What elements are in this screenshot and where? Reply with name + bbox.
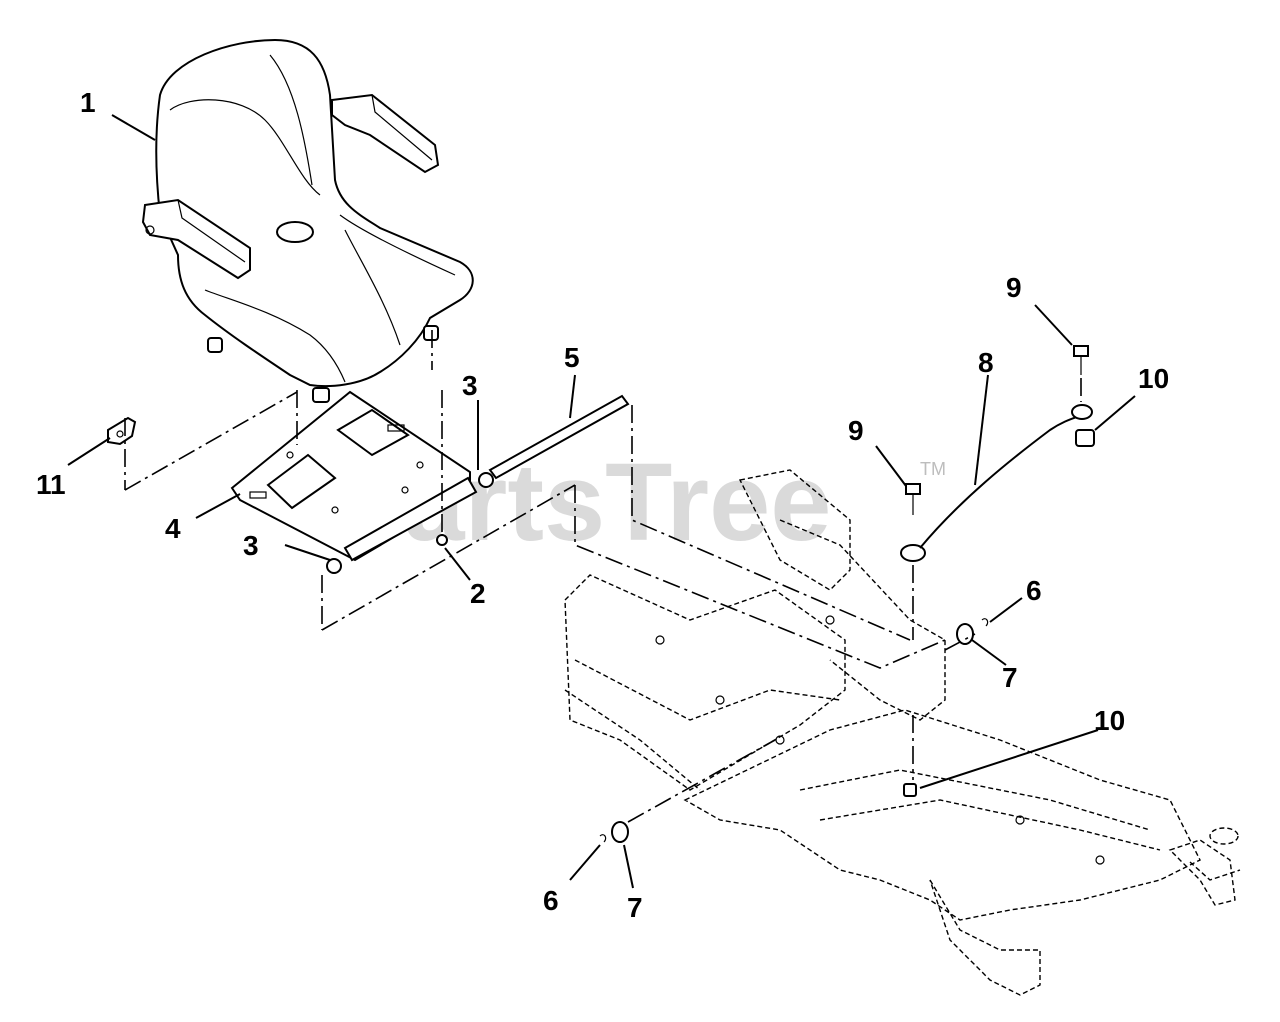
callout-3-left: 3 — [243, 530, 259, 561]
nut-part-2 — [436, 534, 448, 546]
callout-10-bottom: 10 — [1094, 705, 1125, 736]
callout-7-bottom: 7 — [627, 892, 643, 923]
bracket-part-11 — [107, 416, 137, 446]
callout-11: 11 — [36, 469, 66, 500]
mower-frame — [564, 469, 1241, 996]
bushing-parts-3 — [326, 472, 494, 574]
pin-and-washer-parts-6-7 — [599, 618, 989, 843]
callout-5: 5 — [564, 342, 580, 373]
callout-8: 8 — [978, 347, 994, 378]
alignment-lines — [124, 330, 1082, 823]
seat-part — [141, 38, 474, 403]
callout-labels: 1 2 3 3 4 5 6 6 7 7 8 9 9 10 10 11 — [36, 87, 1169, 923]
callout-1: 1 — [80, 87, 96, 118]
callout-7-right: 7 — [1002, 662, 1018, 693]
callout-3-top: 3 — [462, 370, 478, 401]
watermark-tm: TM — [920, 459, 946, 479]
callout-2: 2 — [470, 578, 486, 609]
hardware-parts-8-9-10 — [900, 345, 1095, 797]
callout-9-mid: 9 — [848, 415, 864, 446]
callout-9-top: 9 — [1006, 272, 1022, 303]
callout-6-bottom: 6 — [543, 885, 559, 916]
leader-lines — [67, 114, 1136, 889]
callout-4: 4 — [165, 513, 181, 544]
callout-10-top: 10 — [1138, 363, 1169, 394]
rod-part-5 — [343, 394, 630, 562]
callout-6-right: 6 — [1026, 575, 1042, 606]
